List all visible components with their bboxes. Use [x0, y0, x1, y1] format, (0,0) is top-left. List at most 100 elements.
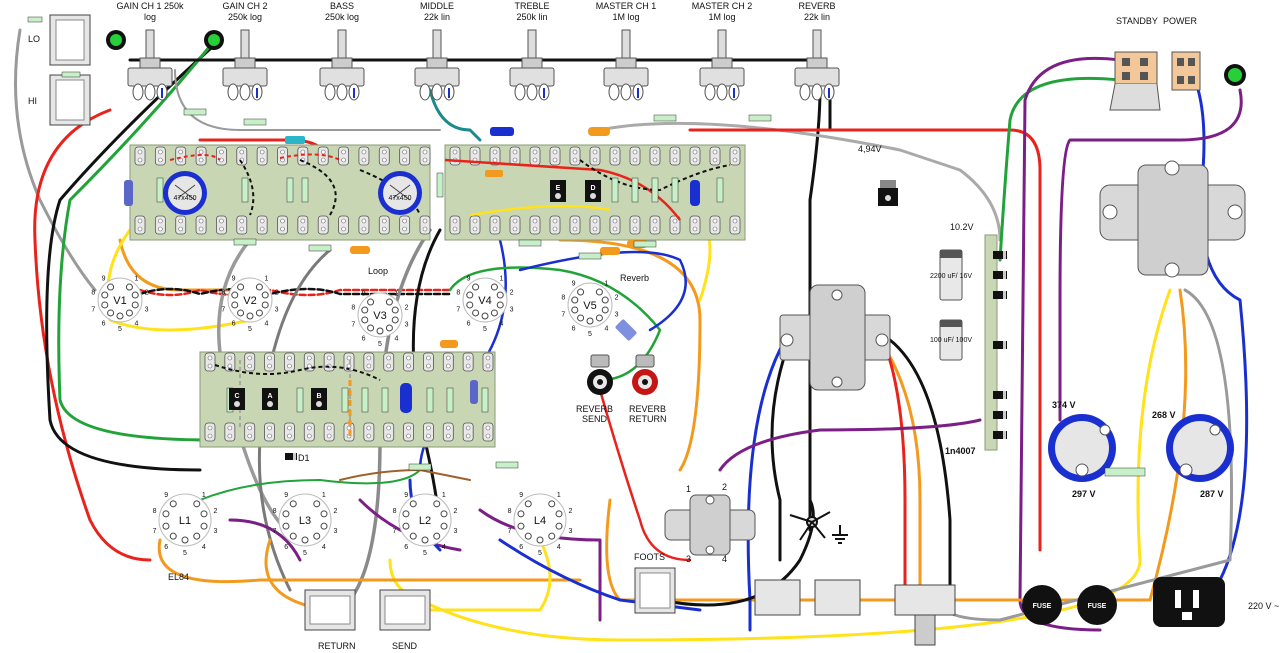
tube-pin: [261, 301, 269, 309]
tube-label: V2: [243, 295, 256, 307]
turret-lug: [442, 352, 454, 372]
diode-label: 1n4007: [945, 446, 976, 456]
relay-a: A: [262, 388, 278, 410]
pot-name: MASTER CH 1: [596, 1, 657, 11]
svg-text:2: 2: [615, 294, 619, 301]
svg-text:2: 2: [405, 304, 409, 311]
fuse-1-label: FUSE: [1033, 603, 1052, 610]
wire-red-tubes: [138, 288, 452, 297]
turret-lug: [277, 215, 288, 235]
wire-orange-pt: [605, 288, 1188, 602]
svg-text:8: 8: [273, 508, 277, 515]
svg-text:3: 3: [333, 528, 337, 535]
pot-shaft: [717, 29, 727, 61]
pot-body: [222, 67, 268, 87]
tube-pin: [301, 536, 309, 544]
turret-lug: [442, 422, 454, 442]
pot-7: MASTER CH 21M log: [692, 1, 752, 101]
svg-text:A: A: [267, 393, 272, 400]
diode: [993, 291, 1007, 299]
wire-black-ot: [770, 338, 792, 562]
tube-pin: [116, 312, 124, 320]
turret-lug: [303, 422, 315, 442]
turret-lug: [589, 146, 601, 166]
pot-value: 250k lin: [516, 12, 547, 22]
pot-shaft: [621, 29, 631, 61]
tube-pin: [391, 316, 399, 324]
pot-name: BASS: [330, 1, 354, 11]
cap-label: 47x450: [389, 195, 412, 202]
turret-lug: [154, 215, 166, 235]
tube-pin: [237, 283, 245, 291]
wire-green-pwr: [199, 469, 421, 501]
panel-jacks: [304, 567, 956, 646]
choke: 1 2 3 4: [664, 482, 756, 564]
resistor: [578, 252, 602, 260]
tube-pin: [548, 532, 556, 540]
svg-text:2: 2: [213, 508, 217, 515]
tube-sockets: 123456789V1123456789V2123456789V31234567…: [91, 275, 618, 557]
turret-lug: [462, 422, 474, 442]
reverb-jacks: [587, 354, 658, 395]
tube-pin: [595, 288, 603, 296]
svg-text:6: 6: [362, 336, 366, 343]
tube-pin: [376, 327, 384, 335]
svg-text:1: 1: [442, 492, 446, 499]
input-jack-hi-label: HI: [28, 96, 37, 106]
relay-e: E: [550, 180, 566, 202]
svg-text:4: 4: [135, 321, 139, 328]
turret-lug: [204, 352, 216, 372]
blue-capacitor: [124, 180, 133, 206]
pot-shaft: [337, 29, 347, 61]
svg-text:6: 6: [467, 321, 471, 328]
pot-body: [127, 67, 173, 87]
tube-label: L3: [299, 515, 311, 527]
svg-text:1: 1: [500, 275, 504, 282]
svg-text:8: 8: [561, 294, 565, 301]
pot-shaft: [145, 29, 155, 61]
pot-body: [603, 67, 649, 87]
blue-capacitor: [615, 319, 637, 341]
svg-text:6: 6: [572, 326, 576, 333]
fuse-2-label: FUSE: [1088, 603, 1107, 610]
tube-pin: [517, 522, 525, 530]
svg-text:7: 7: [561, 312, 565, 319]
pot-name: TREBLE: [514, 1, 549, 11]
turret-lug: [297, 146, 309, 166]
resistor: [611, 177, 619, 203]
wire-green-tr: [998, 76, 1122, 262]
resistor: [286, 177, 294, 203]
tube-pin: [289, 532, 297, 540]
turret-lug: [419, 215, 431, 235]
blue-capacitor: [400, 383, 412, 413]
turret-lug: [399, 146, 411, 166]
pot-value: 1M log: [612, 12, 639, 22]
resistor: [341, 387, 349, 413]
turret-lug: [449, 146, 461, 166]
resistor: [426, 387, 434, 413]
choke-pin-1: 1: [686, 484, 691, 494]
tube-pin: [421, 536, 429, 544]
tube-pin: [169, 532, 177, 540]
diode: [993, 391, 1007, 399]
tube-pin: [385, 298, 393, 306]
resistor: [748, 114, 772, 122]
wire-green-left: [57, 38, 217, 442]
svg-text:3: 3: [453, 528, 457, 535]
tube-pin: [101, 301, 109, 309]
svg-text:1: 1: [557, 492, 561, 499]
input-jacks: LO HI: [27, 14, 91, 126]
svg-text:8: 8: [221, 289, 225, 296]
power-switch: [1171, 51, 1201, 91]
turret-lug: [338, 146, 349, 166]
pot-name: GAIN CH 1 250k: [116, 1, 184, 11]
turret-lug: [343, 352, 355, 372]
iec-mains-inlet: [1153, 577, 1225, 627]
